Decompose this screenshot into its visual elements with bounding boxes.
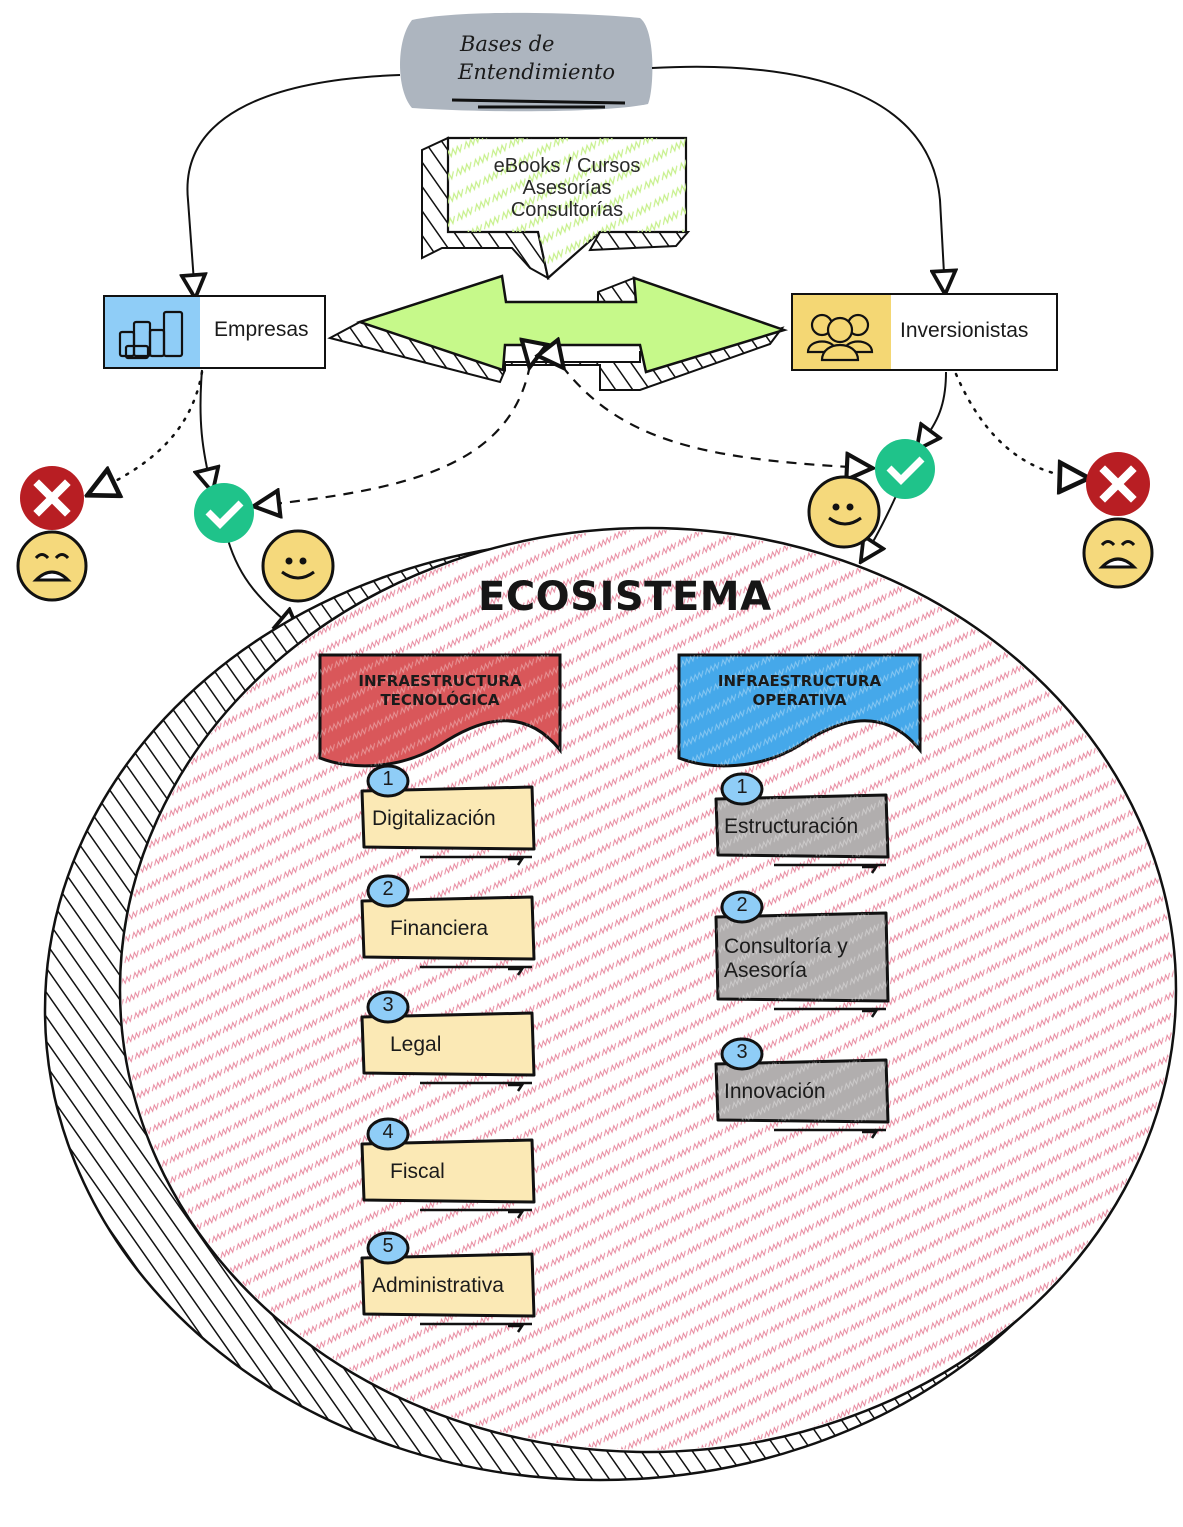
item-card-label: Legal — [390, 1033, 442, 1056]
item-card-pattern — [716, 795, 888, 857]
number-badge-label: 3 — [382, 994, 394, 1016]
number-badge — [366, 1117, 410, 1151]
bubble-line-ebooks: eBooks / Cursos — [493, 155, 641, 177]
check-circle-icon — [875, 439, 935, 499]
number-badge-label: 1 — [382, 768, 394, 790]
item-card-label: Administrativa — [372, 1274, 504, 1297]
item-cards — [360, 764, 890, 1333]
card-underline — [420, 855, 532, 866]
sad-face-icon — [16, 530, 88, 602]
inversionistas-label[interactable]: Inversionistas — [900, 319, 1029, 342]
banner-operativa-line1: INFRAESTRUCTURA — [717, 672, 882, 690]
card-underline — [420, 1081, 532, 1092]
number-badge — [366, 1231, 410, 1265]
item-card-pattern — [716, 913, 888, 1001]
card-underline — [420, 1208, 532, 1219]
banner-tecnologica-line2: TECNOLÓGICA — [380, 691, 500, 709]
number-badge-label: 1 — [736, 776, 748, 798]
item-card-label: Financiera — [390, 917, 489, 940]
item-card-label: Fiscal — [390, 1160, 445, 1183]
number-badge — [720, 772, 764, 806]
banner-tecnologica-line1: INFRAESTRUCTURA — [358, 672, 522, 690]
item-card[interactable] — [360, 1252, 536, 1318]
item-card[interactable] — [360, 1011, 536, 1077]
card-underline — [420, 1322, 532, 1333]
bubble-depth-bottom — [588, 231, 691, 252]
number-badge-label: 3 — [736, 1041, 748, 1063]
bubble-line-asesorias: Asesorías — [522, 177, 612, 199]
number-badge — [720, 890, 764, 924]
connector-inversionistas-reject — [954, 372, 1086, 478]
header-title-line1: Bases de — [460, 32, 555, 56]
ecosystem-pattern — [122, 530, 1174, 1450]
bubble-line-consultorias: Consultorías — [510, 199, 624, 221]
header-underline — [451, 98, 626, 109]
card-underline — [420, 965, 532, 976]
smiley-face-icon — [261, 529, 335, 603]
connector-accept-ecosystem-right — [862, 495, 897, 560]
check-circle-icon — [194, 483, 254, 543]
connector-arrow-to-accept-left — [256, 365, 530, 506]
number-badge — [720, 1037, 764, 1071]
header-title-line2: Entendimiento — [458, 60, 616, 84]
item-card[interactable] — [360, 785, 536, 851]
ecosystem-title: ECOSISTEMA — [478, 574, 772, 620]
banner-tecnologica-pattern — [320, 655, 560, 766]
x-circle-icon — [1086, 452, 1150, 516]
number-badge-label: 2 — [382, 878, 394, 900]
banner-operativa-line2: OPERATIVA — [752, 691, 847, 709]
item-card-label: Estructuración — [724, 815, 859, 838]
connector-inversionistas-accept — [918, 371, 947, 448]
connector-empresas-reject — [90, 370, 204, 494]
card-underline — [774, 1007, 886, 1018]
number-badge — [366, 874, 410, 908]
item-card-label: Innovación — [724, 1080, 826, 1103]
number-badge-label: 4 — [382, 1121, 394, 1143]
banner-operativa-pattern — [679, 655, 920, 766]
number-badge-label: 2 — [736, 894, 748, 916]
connector-header-inversionistas — [651, 65, 945, 292]
card-underline — [774, 1128, 886, 1139]
number-badge — [366, 764, 410, 798]
bar-chart-icon — [118, 310, 184, 360]
connector-header-empresas — [187, 74, 401, 296]
x-circle-icon — [20, 466, 84, 530]
item-card[interactable] — [360, 895, 536, 961]
double-arrow-depth-top — [597, 276, 638, 303]
bubble-pattern — [448, 138, 686, 278]
sad-face-icon — [1082, 517, 1154, 589]
number-badge — [366, 990, 410, 1024]
number-badge-label: 5 — [382, 1235, 394, 1257]
header-blob — [400, 12, 653, 112]
empresas-label[interactable]: Empresas — [214, 318, 309, 341]
card-underline — [774, 863, 886, 874]
smiley-face-icon — [807, 475, 881, 549]
item-card-label: Digitalización — [372, 807, 496, 830]
connector-empresas-accept — [200, 369, 212, 490]
item-card[interactable] — [360, 1138, 536, 1204]
item-card-pattern — [716, 1060, 888, 1122]
connector-arrow-to-accept-right — [562, 366, 870, 468]
